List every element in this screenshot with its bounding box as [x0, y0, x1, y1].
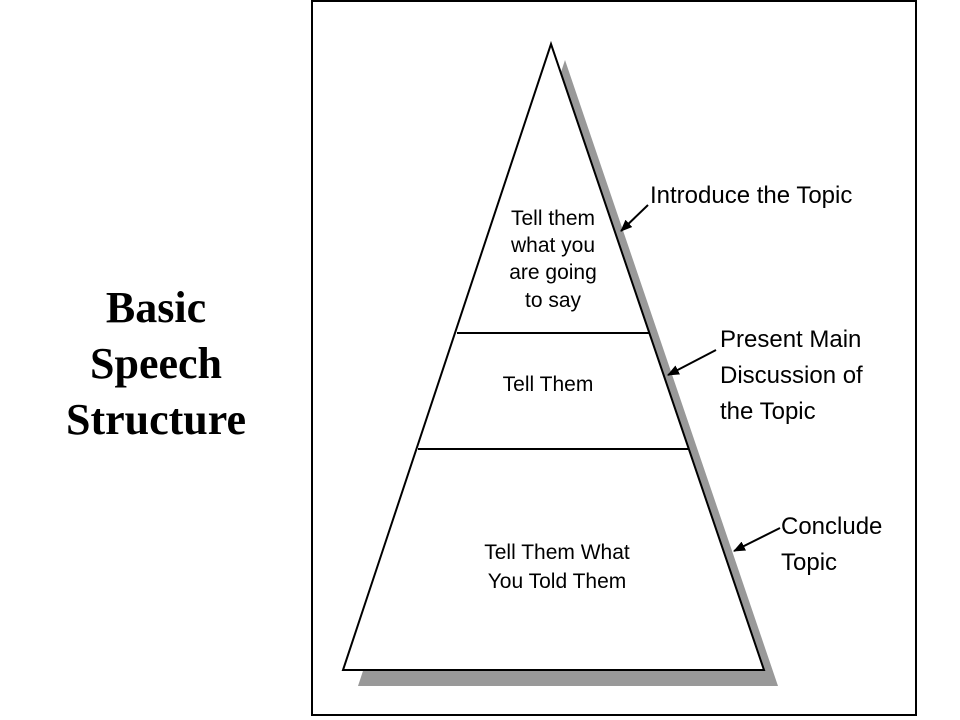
arrow-present: [667, 349, 717, 376]
pyramid-outline: [341, 40, 766, 671]
annotation-conclude-line-2: Topic: [781, 549, 837, 576]
diagram-frame-top-edge: [311, 0, 917, 2]
arrow-introduce: [620, 204, 649, 232]
title-line-1: Basic: [105, 283, 207, 332]
section-bottom-line-1: Tell Them What: [484, 541, 630, 564]
annotation-present-line-2: Discussion of: [720, 362, 863, 389]
arrow-conclude: [733, 527, 781, 552]
annotation-present-line-3: the Topic: [720, 398, 816, 425]
section-top-line-2: what you: [510, 234, 595, 257]
section-middle-line-1: Tell Them: [503, 373, 594, 396]
annotation-introduce-line-1: Introduce the Topic: [650, 182, 852, 209]
section-top-line-1: Tell them: [511, 207, 595, 230]
title-line-2: Speech: [90, 339, 222, 388]
section-top-line-4: to say: [525, 289, 582, 312]
slide-title: Basic Speech Structure: [40, 280, 272, 448]
section-bottom-line-2: You Told Them: [488, 570, 627, 593]
annotation-conclude-line-1: Conclude: [781, 513, 882, 540]
title-line-3: Structure: [65, 395, 247, 444]
annotation-present-line-1: Present Main: [720, 326, 861, 353]
section-top-line-3: are going: [509, 261, 597, 284]
